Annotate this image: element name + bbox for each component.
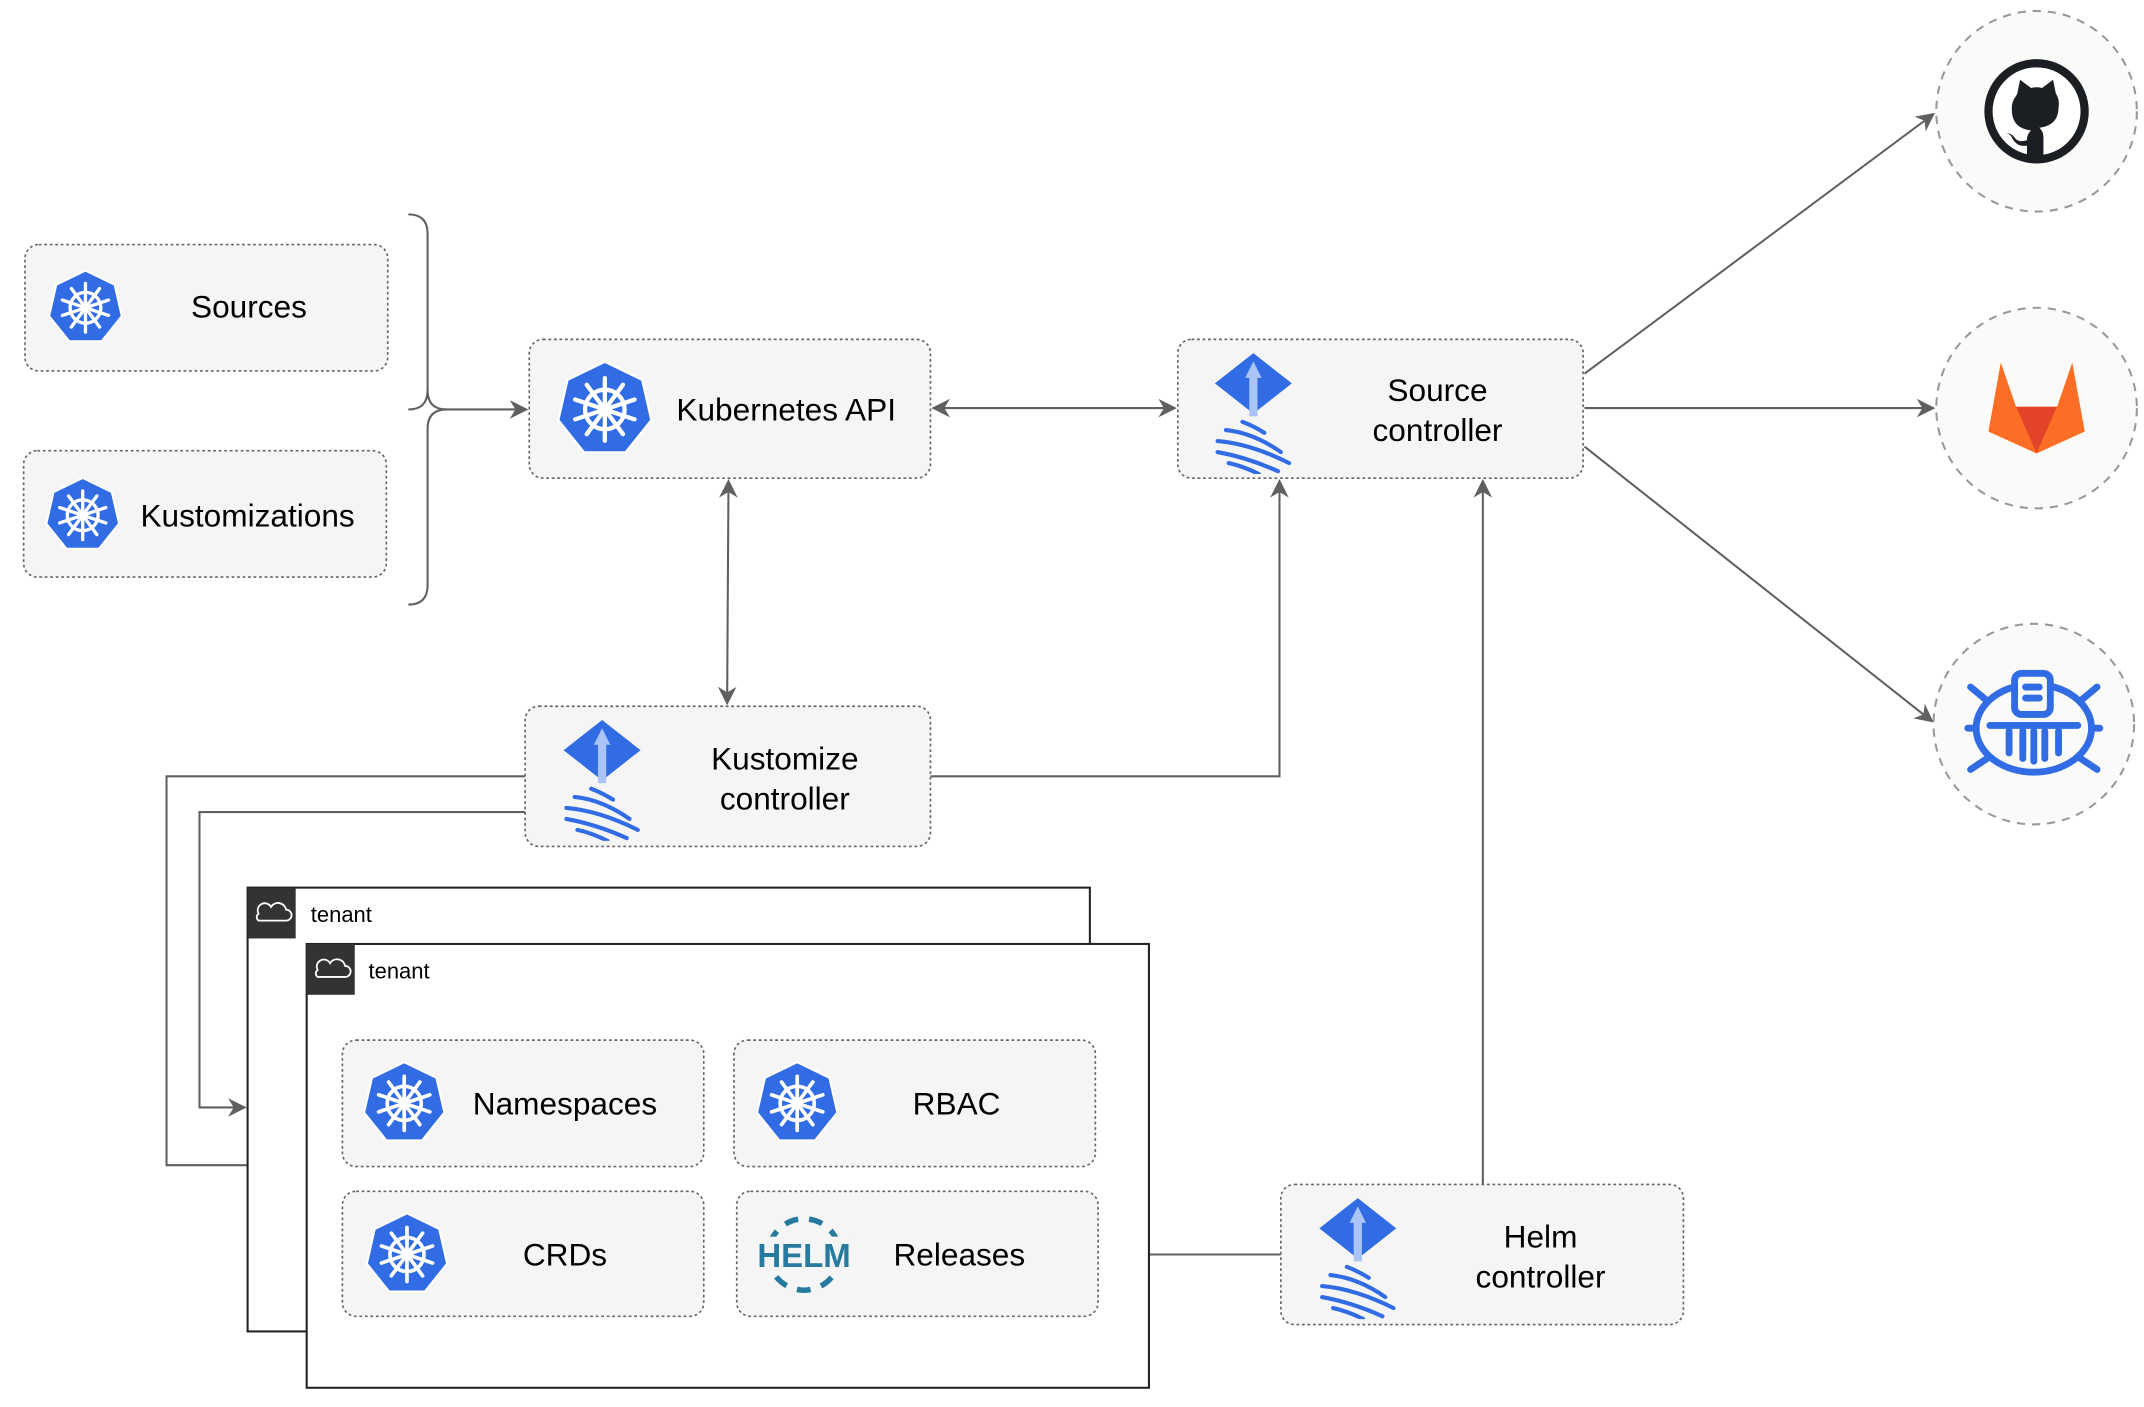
node-rbac[interactable]: RBAC [733, 1039, 1097, 1168]
svg-text:controller: controller [720, 780, 850, 816]
edge-api-kustomize [717, 479, 738, 706]
svg-text:CRDs: CRDs [523, 1236, 607, 1272]
svg-text:Kubernetes API: Kubernetes API [676, 391, 896, 427]
svg-text:tenant: tenant [369, 958, 430, 983]
external-github[interactable] [1935, 9, 2138, 213]
svg-text:Kustomizations: Kustomizations [140, 497, 354, 533]
github-icon [1984, 59, 2089, 164]
brace [408, 390, 447, 606]
edge-kustomize-source [930, 479, 1289, 778]
node-crds[interactable]: CRDs [341, 1190, 705, 1318]
node-namespaces[interactable]: Namespaces [341, 1039, 705, 1168]
svg-text:HELM: HELM [757, 1237, 850, 1274]
helm-icon: HELM [757, 1216, 851, 1293]
svg-text:Releases: Releases [893, 1236, 1025, 1272]
node-kubernetes-api[interactable]: Kubernetes API [528, 338, 932, 479]
node-releases[interactable]: HELM Releases [735, 1190, 1099, 1318]
svg-text:Namespaces: Namespaces [473, 1085, 657, 1121]
cloud-icon [255, 902, 293, 922]
external-gitlab[interactable] [1935, 306, 2138, 510]
cloud-icon [315, 958, 352, 978]
svg-text:RBAC: RBAC [913, 1085, 1001, 1121]
node-kustomizations[interactable]: Kustomizations [22, 449, 388, 578]
svg-text:Source: Source [1387, 372, 1487, 408]
edge-source-github [1583, 112, 1936, 375]
gitlab-icon [1988, 362, 2085, 454]
node-helm-controller[interactable]: Helm controller [1280, 1183, 1685, 1326]
node-source-controller[interactable]: Source controller [1176, 338, 1584, 479]
node-kustomize-controller[interactable]: Kustomize controller [524, 705, 932, 848]
svg-text:Helm: Helm [1504, 1219, 1578, 1255]
brace-edge-to-api [408, 213, 529, 419]
svg-text:tenant: tenant [311, 902, 372, 927]
edge-kustomize-tenant-front [165, 775, 526, 1175]
svg-text:controller: controller [1373, 412, 1503, 448]
node-sources[interactable]: Sources [24, 243, 389, 372]
edge-source-bucket [1583, 445, 1934, 723]
svg-text:Sources: Sources [191, 288, 307, 324]
svg-text:Kustomize: Kustomize [711, 740, 858, 776]
bucket-icon [1964, 669, 2104, 776]
svg-text:controller: controller [1476, 1258, 1606, 1294]
external-bucket[interactable] [1932, 622, 2136, 826]
edge-kustomize-tenant-back [198, 811, 526, 1117]
